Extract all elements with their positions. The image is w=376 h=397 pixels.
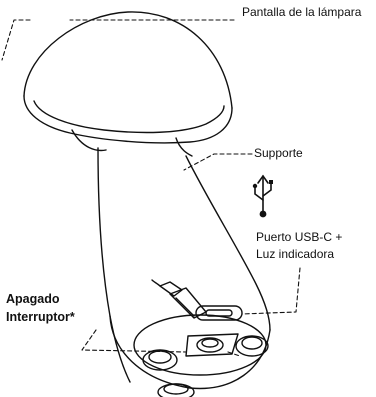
label-support: Supporte — [254, 146, 303, 161]
label-off: Apagado — [6, 292, 59, 307]
label-indicator-light: Luz indicadora — [256, 247, 334, 262]
label-usb-port: Puerto USB-C + — [256, 230, 342, 245]
lamp-shade — [24, 12, 232, 143]
usb-cable-plug — [152, 280, 206, 318]
label-switch: Interruptor* — [6, 310, 75, 325]
lamp-base — [110, 315, 270, 397]
label-lamp-shade: Pantalla de la lámpara — [242, 5, 361, 20]
usb-icon — [253, 176, 273, 217]
